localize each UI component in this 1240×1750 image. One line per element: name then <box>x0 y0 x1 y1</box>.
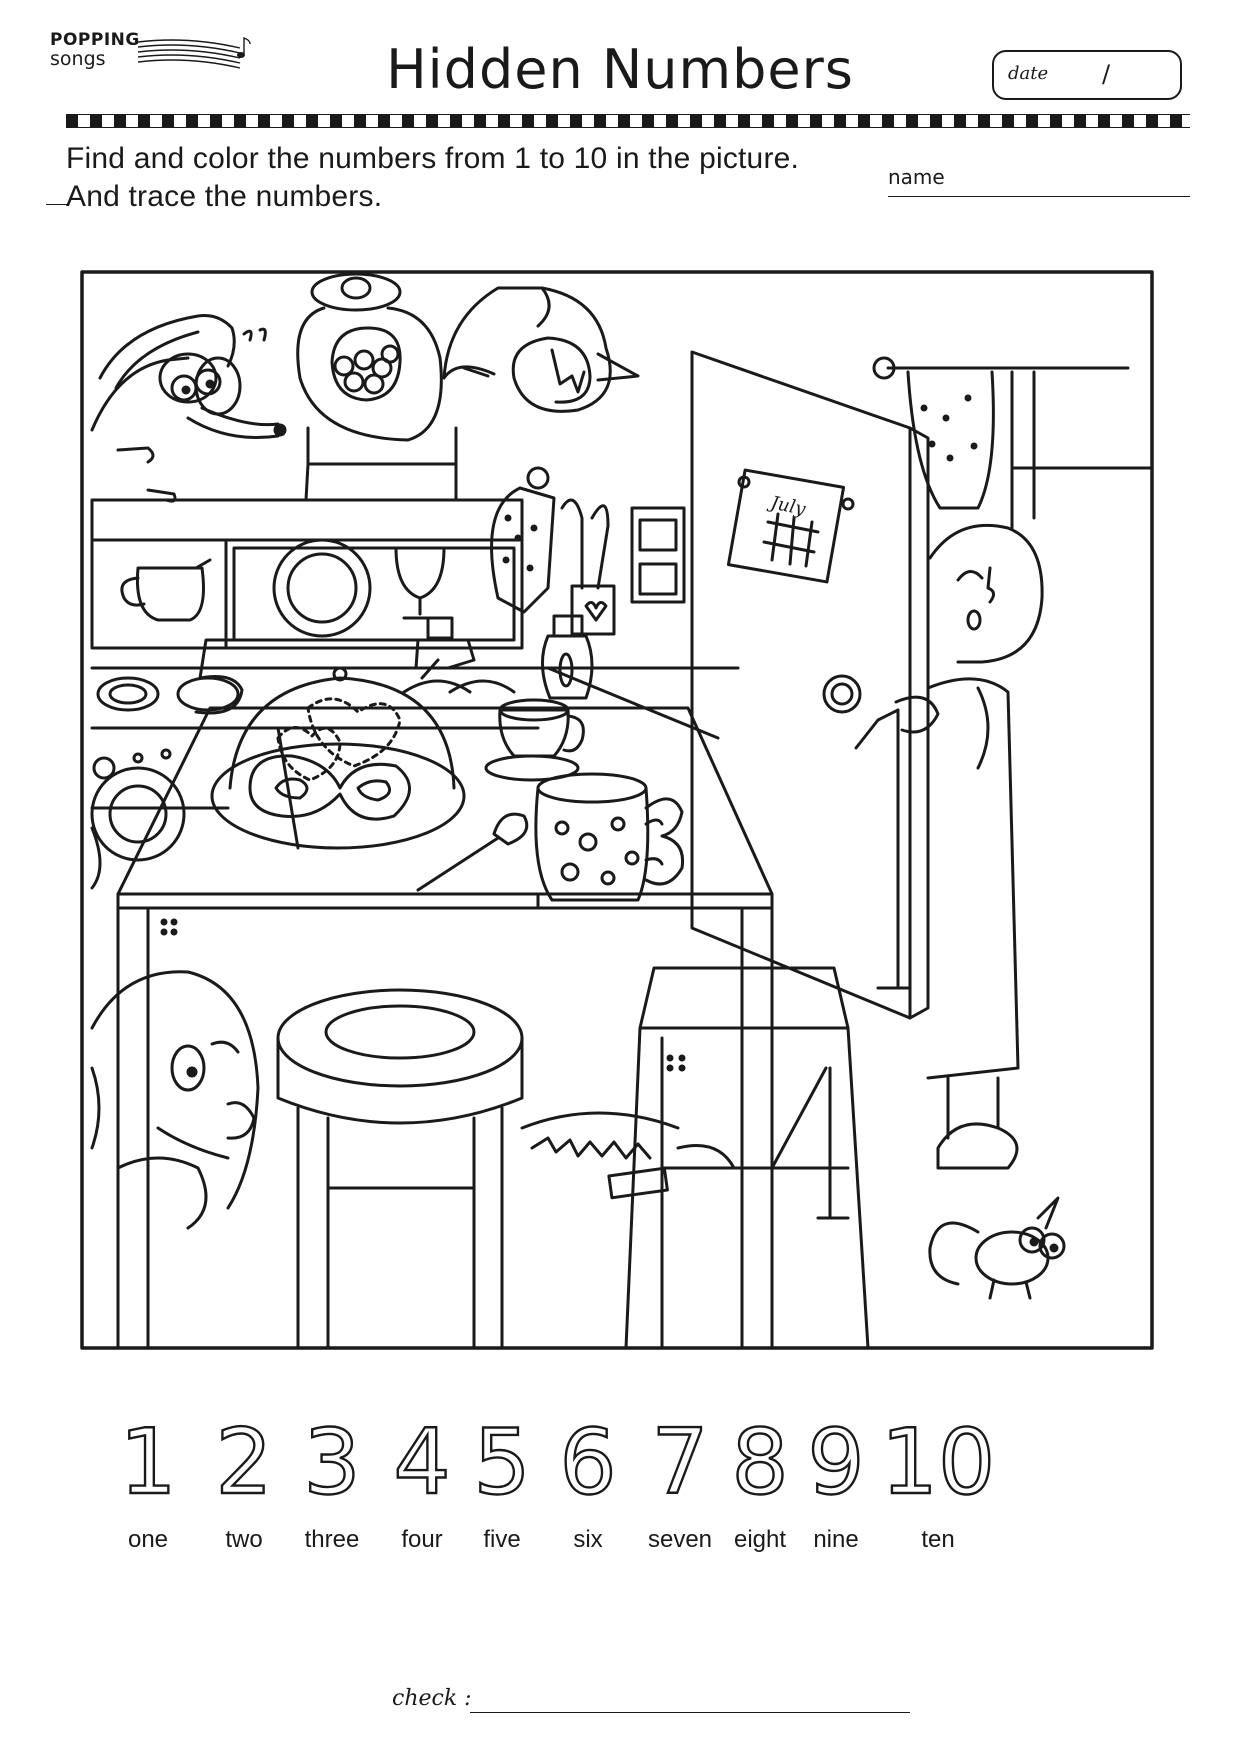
trace-digit-seven[interactable]: 7 <box>650 1415 710 1516</box>
number-word-ten: ten <box>921 1526 954 1553</box>
trace-digit-one[interactable]: 1 <box>120 1415 178 1516</box>
number-word-nine: nine <box>813 1526 858 1553</box>
number-word-five: five <box>483 1526 520 1553</box>
trace-digit-four[interactable]: 4 <box>392 1415 452 1516</box>
music-staff-icon <box>138 37 251 69</box>
trace-digit-three[interactable]: 3 <box>302 1415 362 1516</box>
trace-digit-ten[interactable]: 10 <box>880 1415 997 1516</box>
number-word-seven: seven <box>648 1526 712 1553</box>
date-label: date <box>1008 63 1049 84</box>
date-field[interactable]: date / <box>992 50 1182 100</box>
popping-songs-logo: POPPING songs <box>50 30 251 78</box>
name-label: name <box>888 165 945 189</box>
trace-digit-five[interactable]: 5 <box>472 1415 532 1516</box>
instruction-line-2: And trace the numbers. <box>66 180 383 213</box>
logo-text-bottom: songs <box>50 48 106 70</box>
name-line[interactable] <box>888 196 1190 197</box>
kitchen-scene-illustration: July <box>80 270 1154 1350</box>
check-line[interactable] <box>470 1712 910 1713</box>
number-word-two: two <box>225 1526 262 1553</box>
calendar-month: July <box>765 492 808 521</box>
instruction-line-1: Find and color the numbers from 1 to 10 … <box>66 142 800 175</box>
checkered-divider <box>66 114 1190 128</box>
margin-dash <box>46 204 68 205</box>
number-tracing-row: 1 one 2 two 3 three 4 four 5 five 6 six 7 seven 8 eight… <box>120 1415 997 1553</box>
check-label: check : <box>392 1686 472 1711</box>
number-word-six: six <box>573 1526 602 1553</box>
trace-digit-two[interactable]: 2 <box>214 1415 274 1516</box>
trace-digit-nine[interactable]: 9 <box>806 1415 866 1516</box>
trace-digit-eight[interactable]: 8 <box>730 1415 790 1516</box>
page-title: Hidden Numbers <box>386 38 854 101</box>
logo-text-top: POPPING <box>50 30 140 50</box>
number-word-eight: eight <box>734 1526 786 1553</box>
number-word-three: three <box>305 1526 360 1553</box>
trace-digit-six[interactable]: 6 <box>558 1415 618 1516</box>
date-separator: / <box>1102 60 1111 88</box>
number-word-one: one <box>128 1526 168 1553</box>
number-word-four: four <box>401 1526 442 1553</box>
